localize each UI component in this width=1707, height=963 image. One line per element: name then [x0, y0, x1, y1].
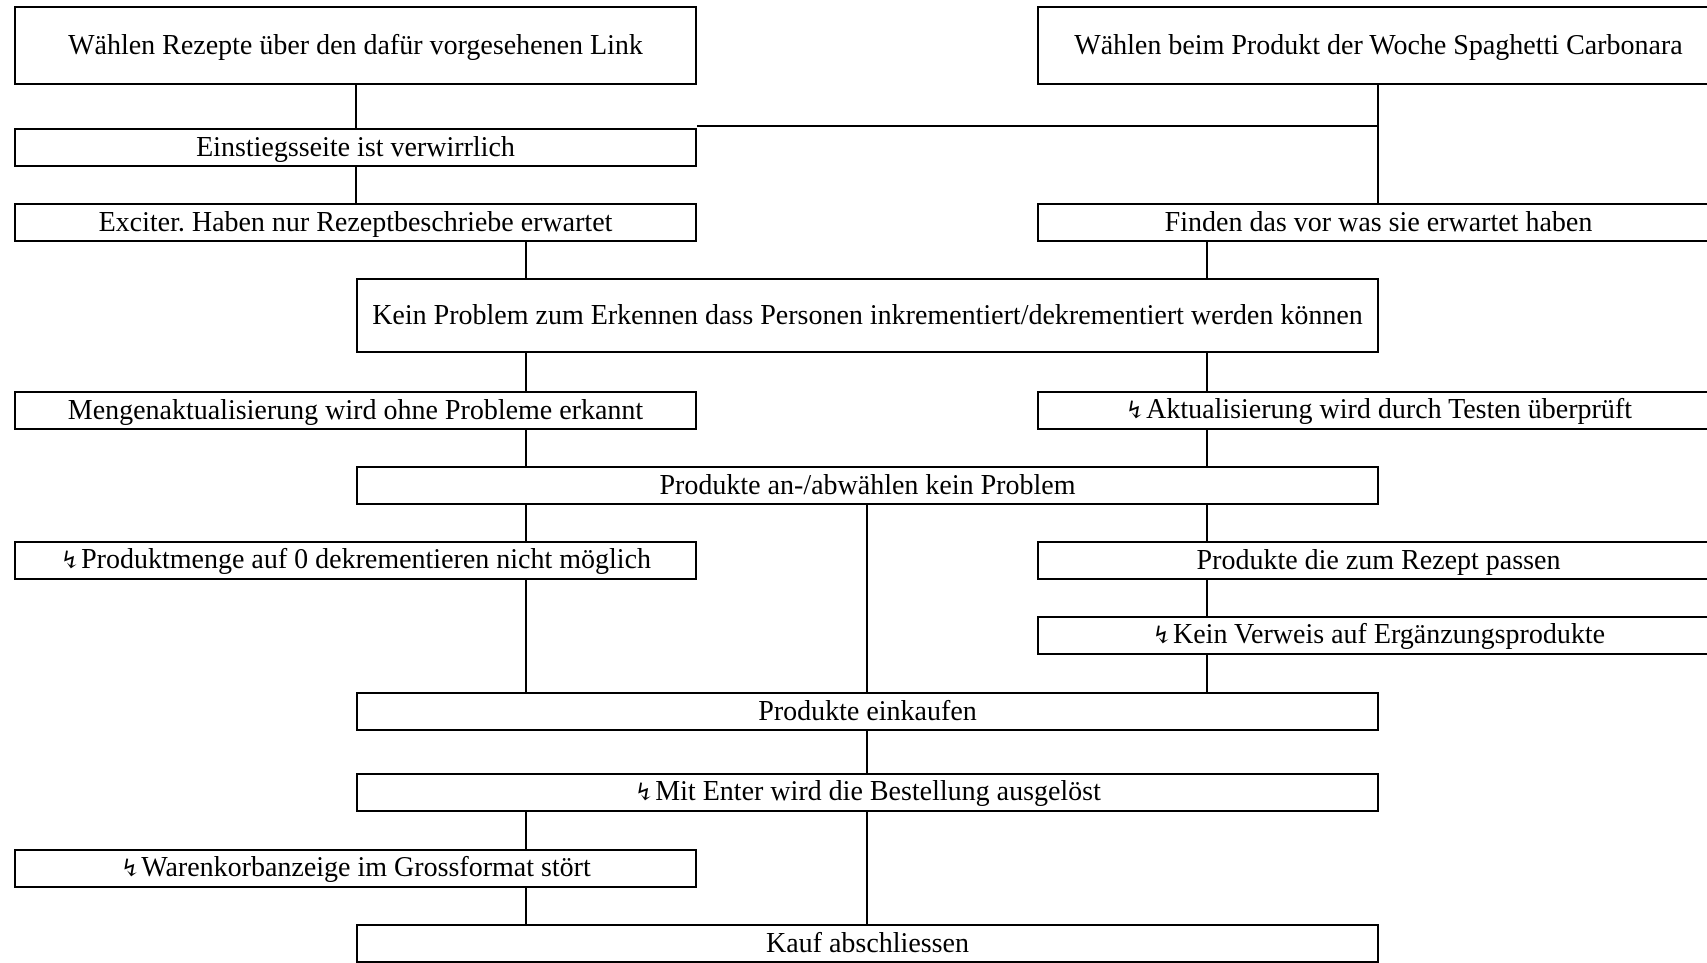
node-einstiegsseite: Einstiegsseite ist verwirrlich: [14, 128, 697, 167]
lightning-problem-icon: ↯: [634, 780, 655, 806]
node-produkt-der-woche: Wählen beim Produkt der Woche Spaghetti …: [1037, 6, 1707, 85]
node-personen-inkrementiert: Kein Problem zum Erkennen dass Personen …: [356, 278, 1379, 353]
lightning-problem-icon: ↯: [59, 548, 81, 574]
node-produkte-anwaehlen: Produkte an-/abwählen kein Problem: [356, 466, 1379, 505]
lightning-problem-icon: ↯: [1125, 398, 1146, 424]
node-kein-verweis: ↯Kein Verweis auf Ergänzungsprodukte: [1037, 616, 1707, 655]
lightning-problem-icon: ↯: [120, 856, 141, 882]
node-finden-erwartet: Finden das vor was sie erwartet haben: [1037, 203, 1707, 242]
node-kauf-abschliessen: Kauf abschliessen: [356, 924, 1379, 963]
node-warenkorbanzeige: ↯Warenkorbanzeige im Grossformat stört: [14, 849, 697, 888]
lightning-problem-icon: ↯: [1151, 623, 1173, 649]
node-produktmenge-null: ↯Produktmenge auf 0 dekrementieren nicht…: [14, 541, 697, 580]
node-mengenaktualisierung: Mengenaktualisierung wird ohne Probleme …: [14, 391, 697, 430]
node-waehlen-rezepte: Wählen Rezepte über den dafür vorgesehen…: [14, 6, 697, 85]
node-produkte-rezept: Produkte die zum Rezept passen: [1037, 541, 1707, 580]
node-aktualisierung-testen: ↯Aktualisierung wird durch Testen überpr…: [1037, 391, 1707, 430]
node-produkte-einkaufen: Produkte einkaufen: [356, 692, 1379, 731]
node-enter-bestellung: ↯Mit Enter wird die Bestellung ausgelöst: [356, 773, 1379, 812]
node-exciter: Exciter. Haben nur Rezeptbeschriebe erwa…: [14, 203, 697, 242]
